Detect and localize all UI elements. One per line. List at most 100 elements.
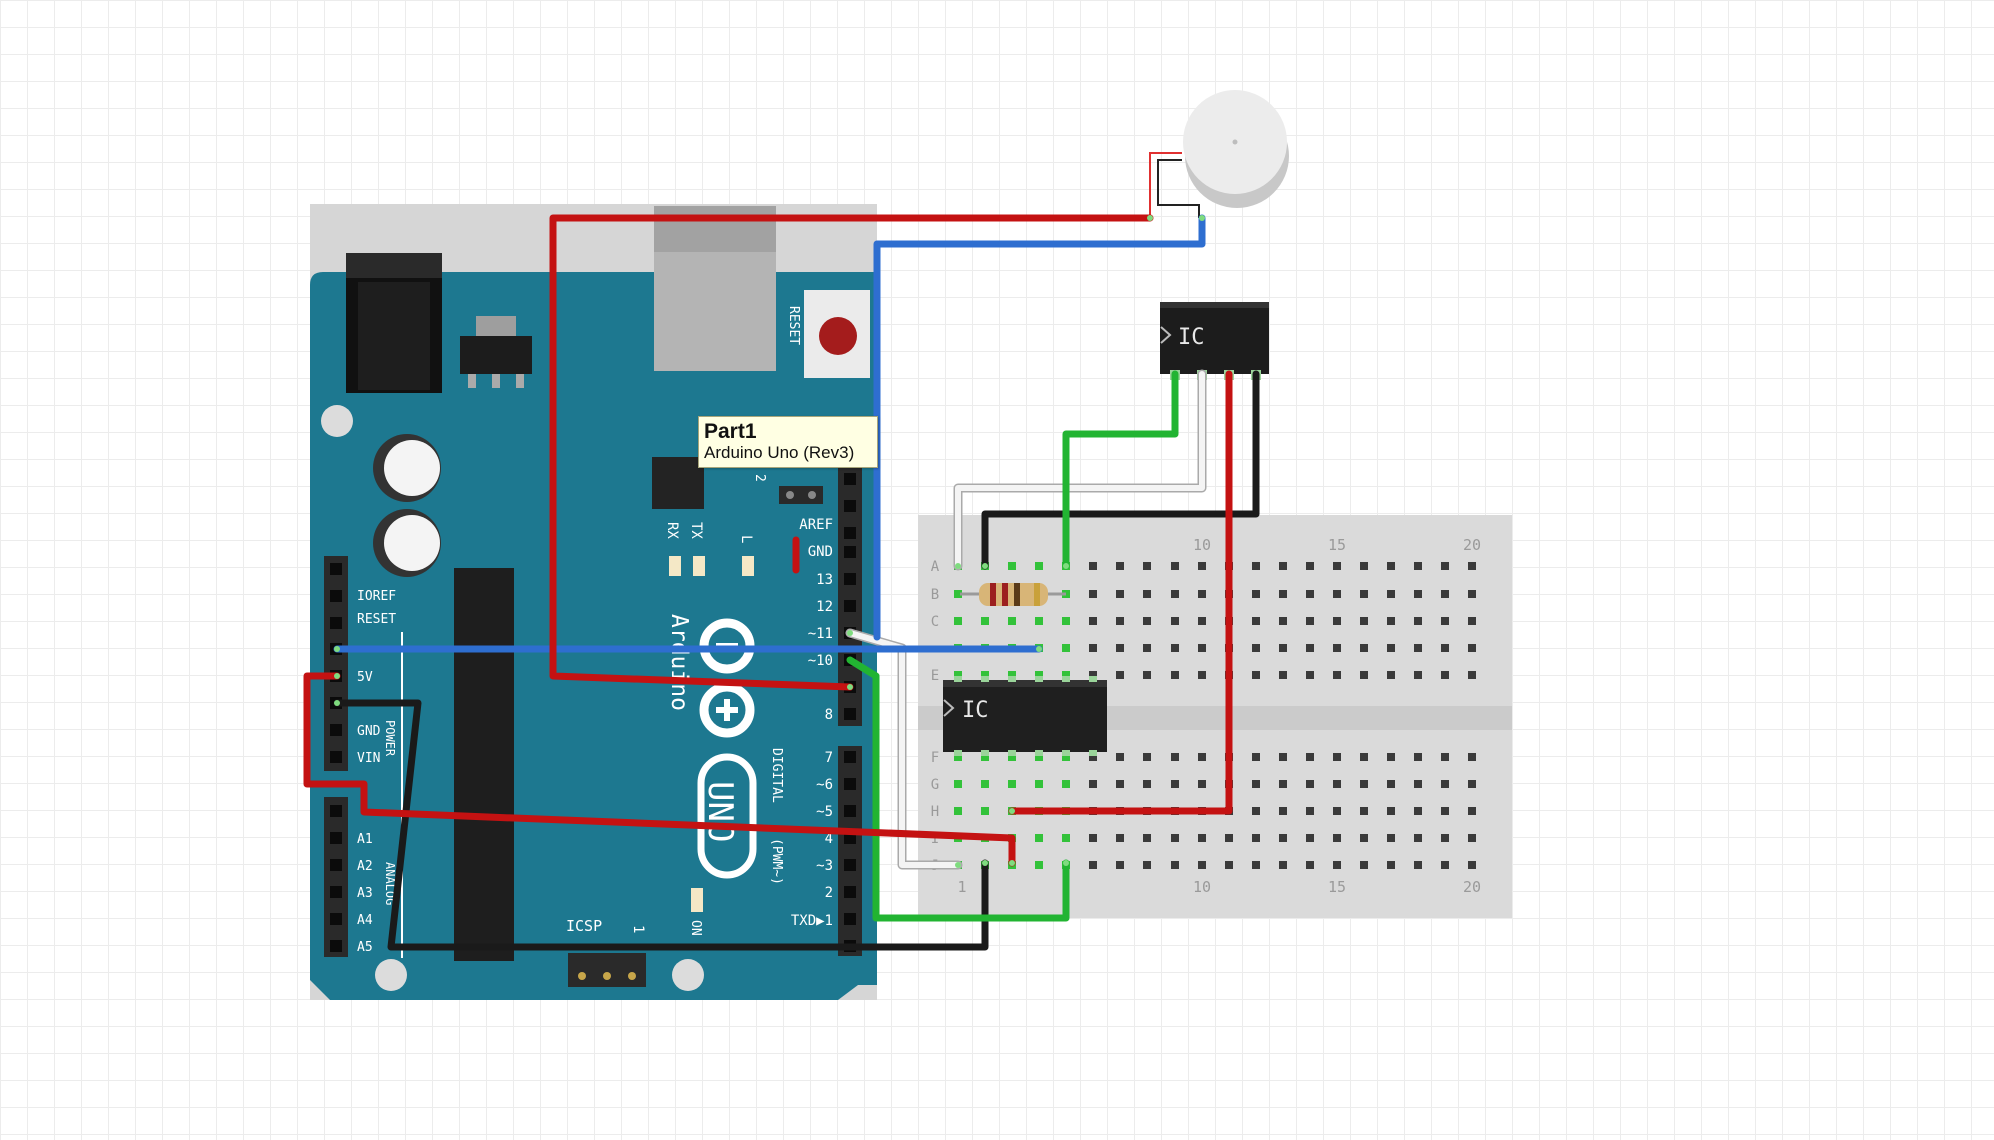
wire-red-buzzer[interactable] xyxy=(549,214,1154,691)
header-pin[interactable] xyxy=(844,573,856,585)
breadboard-hole[interactable] xyxy=(1116,562,1124,570)
breadboard-hole[interactable] xyxy=(1279,780,1287,788)
breadboard-hole[interactable] xyxy=(1116,753,1124,761)
wire-black-1[interactable] xyxy=(981,370,1260,570)
breadboard-hole[interactable] xyxy=(1143,562,1151,570)
breadboard-hole[interactable] xyxy=(1116,590,1124,598)
breadboard-hole[interactable] xyxy=(1171,780,1179,788)
breadboard-hole[interactable] xyxy=(1062,644,1070,652)
header-pin[interactable] xyxy=(844,886,856,898)
header-pin[interactable] xyxy=(330,886,342,898)
header-pin[interactable] xyxy=(330,940,342,952)
breadboard-hole[interactable] xyxy=(1252,861,1260,869)
header-pin[interactable] xyxy=(844,600,856,612)
breadboard-hole[interactable] xyxy=(1252,671,1260,679)
breadboard-hole[interactable] xyxy=(1414,861,1422,869)
breadboard-hole[interactable] xyxy=(1387,861,1395,869)
breadboard-hole[interactable] xyxy=(1279,861,1287,869)
breadboard-hole[interactable] xyxy=(1441,834,1449,842)
breadboard-hole[interactable] xyxy=(1171,753,1179,761)
breadboard-hole[interactable] xyxy=(1441,807,1449,815)
breadboard-hole[interactable] xyxy=(1171,671,1179,679)
breadboard-hole[interactable] xyxy=(1035,562,1043,570)
breadboard-hole[interactable] xyxy=(1279,617,1287,625)
breadboard-hole[interactable] xyxy=(1414,644,1422,652)
breadboard-hole[interactable] xyxy=(1468,753,1476,761)
breadboard-hole[interactable] xyxy=(1306,617,1314,625)
breadboard-hole[interactable] xyxy=(1441,562,1449,570)
breadboard-hole[interactable] xyxy=(1387,590,1395,598)
breadboard-hole[interactable] xyxy=(954,671,962,679)
breadboard-hole[interactable] xyxy=(1333,834,1341,842)
breadboard-hole[interactable] xyxy=(1252,780,1260,788)
breadboard-hole[interactable] xyxy=(1468,834,1476,842)
breadboard-hole[interactable] xyxy=(1414,562,1422,570)
breadboard-hole[interactable] xyxy=(1306,562,1314,570)
breadboard-hole[interactable] xyxy=(1062,753,1070,761)
breadboard-hole[interactable] xyxy=(1062,834,1070,842)
breadboard-hole[interactable] xyxy=(1441,861,1449,869)
breadboard-hole[interactable] xyxy=(1333,861,1341,869)
breadboard-hole[interactable] xyxy=(1414,780,1422,788)
breadboard-hole[interactable] xyxy=(1468,644,1476,652)
breadboard-hole[interactable] xyxy=(981,807,989,815)
breadboard-hole[interactable] xyxy=(981,780,989,788)
breadboard-hole[interactable] xyxy=(1062,780,1070,788)
header-pin[interactable] xyxy=(330,805,342,817)
breadboard-hole[interactable] xyxy=(1171,562,1179,570)
breadboard-hole[interactable] xyxy=(1306,671,1314,679)
breadboard-hole[interactable] xyxy=(1143,780,1151,788)
breadboard-hole[interactable] xyxy=(1279,834,1287,842)
breadboard-hole[interactable] xyxy=(1306,753,1314,761)
breadboard-hole[interactable] xyxy=(1143,671,1151,679)
breadboard-hole[interactable] xyxy=(1143,644,1151,652)
breadboard-hole[interactable] xyxy=(1198,617,1206,625)
breadboard-hole[interactable] xyxy=(1062,617,1070,625)
breadboard-hole[interactable] xyxy=(1035,753,1043,761)
breadboard-hole[interactable] xyxy=(1116,834,1124,842)
breadboard-hole[interactable] xyxy=(1089,780,1097,788)
wire-white-1[interactable] xyxy=(955,371,1205,569)
breadboard-hole[interactable] xyxy=(1252,644,1260,652)
breadboard-hole[interactable] xyxy=(1116,644,1124,652)
breadboard-hole[interactable] xyxy=(954,590,962,598)
breadboard-hole[interactable] xyxy=(1143,753,1151,761)
breadboard-hole[interactable] xyxy=(1387,671,1395,679)
breadboard-hole[interactable] xyxy=(1252,590,1260,598)
breadboard-hole[interactable] xyxy=(1279,644,1287,652)
breadboard-hole[interactable] xyxy=(1360,753,1368,761)
breadboard-hole[interactable] xyxy=(1387,780,1395,788)
breadboard-hole[interactable] xyxy=(1387,644,1395,652)
breadboard-hole[interactable] xyxy=(1035,671,1043,679)
resistor[interactable] xyxy=(960,583,1066,606)
breadboard-hole[interactable] xyxy=(1360,671,1368,679)
wire-red-chip[interactable] xyxy=(1008,370,1233,815)
breadboard-hole[interactable] xyxy=(1116,780,1124,788)
breadboard-hole[interactable] xyxy=(1252,617,1260,625)
breadboard-hole[interactable] xyxy=(1171,834,1179,842)
breadboard-hole[interactable] xyxy=(1198,861,1206,869)
breadboard-hole[interactable] xyxy=(1008,617,1016,625)
ic-chip-top[interactable]: IC xyxy=(1160,302,1269,380)
breadboard-hole[interactable] xyxy=(1333,671,1341,679)
ic-chip-breadboard[interactable]: IC xyxy=(943,676,1107,756)
breadboard-hole[interactable] xyxy=(981,753,989,761)
breadboard-hole[interactable] xyxy=(1333,562,1341,570)
breadboard-hole[interactable] xyxy=(1089,562,1097,570)
breadboard-hole[interactable] xyxy=(1360,834,1368,842)
breadboard-hole[interactable] xyxy=(1035,780,1043,788)
breadboard-hole[interactable] xyxy=(981,617,989,625)
header-pin[interactable] xyxy=(330,563,342,575)
breadboard-hole[interactable] xyxy=(1387,834,1395,842)
breadboard-hole[interactable] xyxy=(1306,807,1314,815)
wire-green-2[interactable] xyxy=(846,656,1070,922)
breadboard-hole[interactable] xyxy=(1360,644,1368,652)
breadboard-hole[interactable] xyxy=(1414,617,1422,625)
breadboard-hole[interactable] xyxy=(1008,562,1016,570)
header-pin[interactable] xyxy=(330,859,342,871)
breadboard-hole[interactable] xyxy=(954,753,962,761)
breadboard-hole[interactable] xyxy=(1171,861,1179,869)
breadboard-hole[interactable] xyxy=(1089,753,1097,761)
breadboard-hole[interactable] xyxy=(1089,590,1097,598)
